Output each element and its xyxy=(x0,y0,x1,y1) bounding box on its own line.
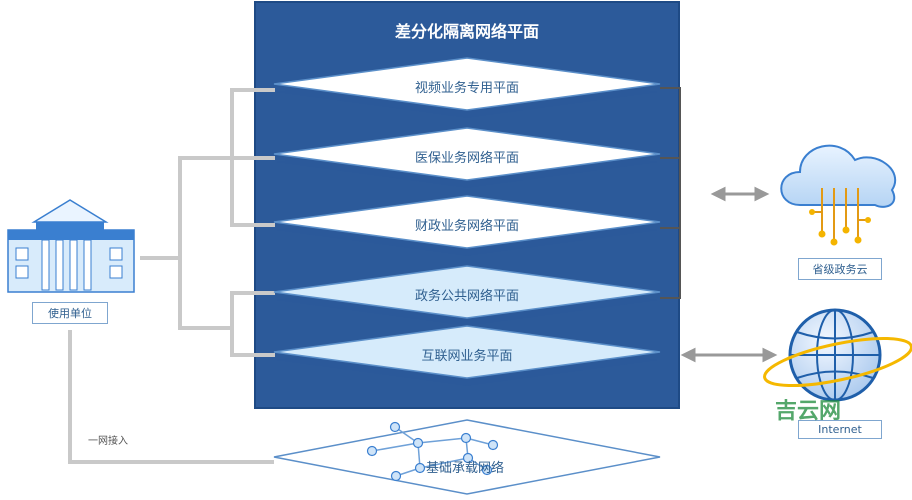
plane-medical xyxy=(273,127,661,188)
base-network-label: 基础承载网络 xyxy=(425,461,504,476)
globe-icon xyxy=(763,308,912,402)
plane-label-medical: 医保业务网络平面 xyxy=(414,151,519,166)
cloud-link-arrow xyxy=(710,186,770,202)
access-line-label: 一网接入 xyxy=(88,436,128,447)
watermark-logo: 吉云网 xyxy=(775,399,842,424)
provincial-cloud-label: 省级政务云 xyxy=(798,258,882,280)
plane-label-public: 政务公共网络平面 xyxy=(414,289,519,304)
cloud-icon xyxy=(780,144,897,246)
plane-internet xyxy=(273,325,661,386)
plane-label-internet: 互联网业务平面 xyxy=(421,349,513,364)
left-connectors xyxy=(140,88,275,357)
building-icon xyxy=(7,199,135,293)
plane-label-video: 视频业务专用平面 xyxy=(414,81,519,96)
network-node-icons xyxy=(366,421,499,482)
internet-link-arrow xyxy=(680,347,778,363)
plane-video xyxy=(273,57,661,118)
plane-label-finance: 财政业务网络平面 xyxy=(414,219,519,234)
plane-finance xyxy=(273,195,661,256)
diagram-title: 差分化隔离网络平面 xyxy=(394,22,539,41)
internet-label: Internet xyxy=(798,420,882,439)
base-network xyxy=(273,419,661,495)
right-connectors xyxy=(660,87,681,299)
plane-public xyxy=(273,265,661,326)
access-line xyxy=(68,330,274,464)
user-unit-label: 使用单位 xyxy=(32,302,108,324)
